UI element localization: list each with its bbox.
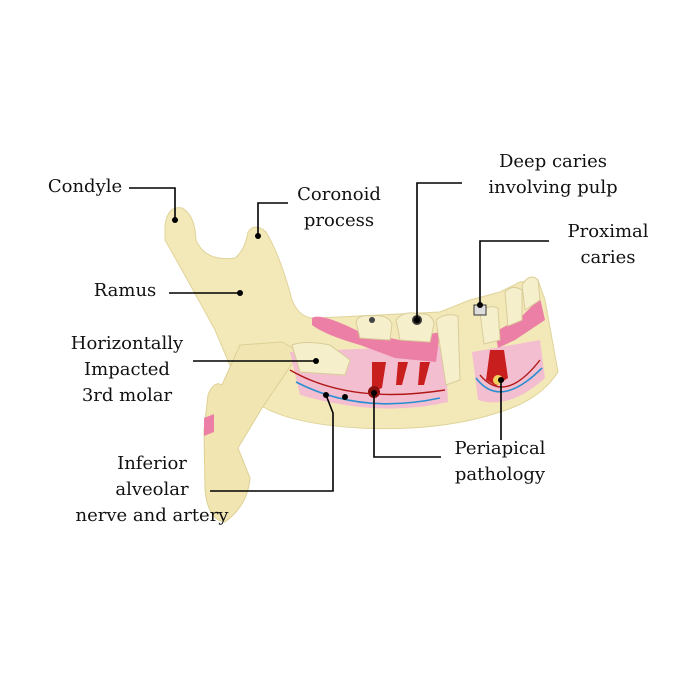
- label-line: Deep caries: [498, 151, 608, 172]
- label-coronoid-process: Coronoid process: [284, 182, 394, 234]
- label-ramus: Ramus: [84, 278, 166, 304]
- label-line: Coronoid: [297, 184, 381, 205]
- label-proximal-caries: Proximal caries: [553, 219, 663, 271]
- leader-lines: [129, 182, 549, 492]
- label-line: Ramus: [93, 280, 157, 301]
- label-line: Impacted: [84, 359, 170, 380]
- teeth: [291, 276, 541, 386]
- label-line: involving pulp: [488, 177, 618, 198]
- label-line: alveolar: [115, 479, 189, 500]
- label-line: Inferior: [117, 453, 187, 474]
- label-line: 3rd molar: [81, 385, 173, 406]
- label-line: Periapical: [454, 438, 546, 459]
- label-line: caries: [580, 247, 636, 268]
- label-line: Condyle: [47, 176, 123, 197]
- label-line: nerve and artery: [75, 505, 229, 526]
- leader-dots: [172, 217, 504, 400]
- label-condyle: Condyle: [40, 174, 130, 200]
- label-line: Proximal: [567, 221, 649, 242]
- label-periapical-pathology: Periapical pathology: [440, 436, 560, 488]
- anterior-fragment: [203, 341, 301, 523]
- label-impacted-molar: Horizontally Impacted 3rd molar: [57, 331, 197, 409]
- nerve-line: [295, 367, 543, 405]
- pulp-canals: [372, 350, 508, 392]
- label-line: process: [303, 210, 375, 231]
- label-line: Horizontally: [70, 333, 184, 354]
- artery-line: [289, 359, 541, 396]
- label-line: pathology: [454, 464, 546, 485]
- label-inferior-alveolar: Inferior alveolar nerve and artery: [57, 451, 247, 529]
- label-deep-caries: Deep caries involving pulp: [468, 149, 638, 201]
